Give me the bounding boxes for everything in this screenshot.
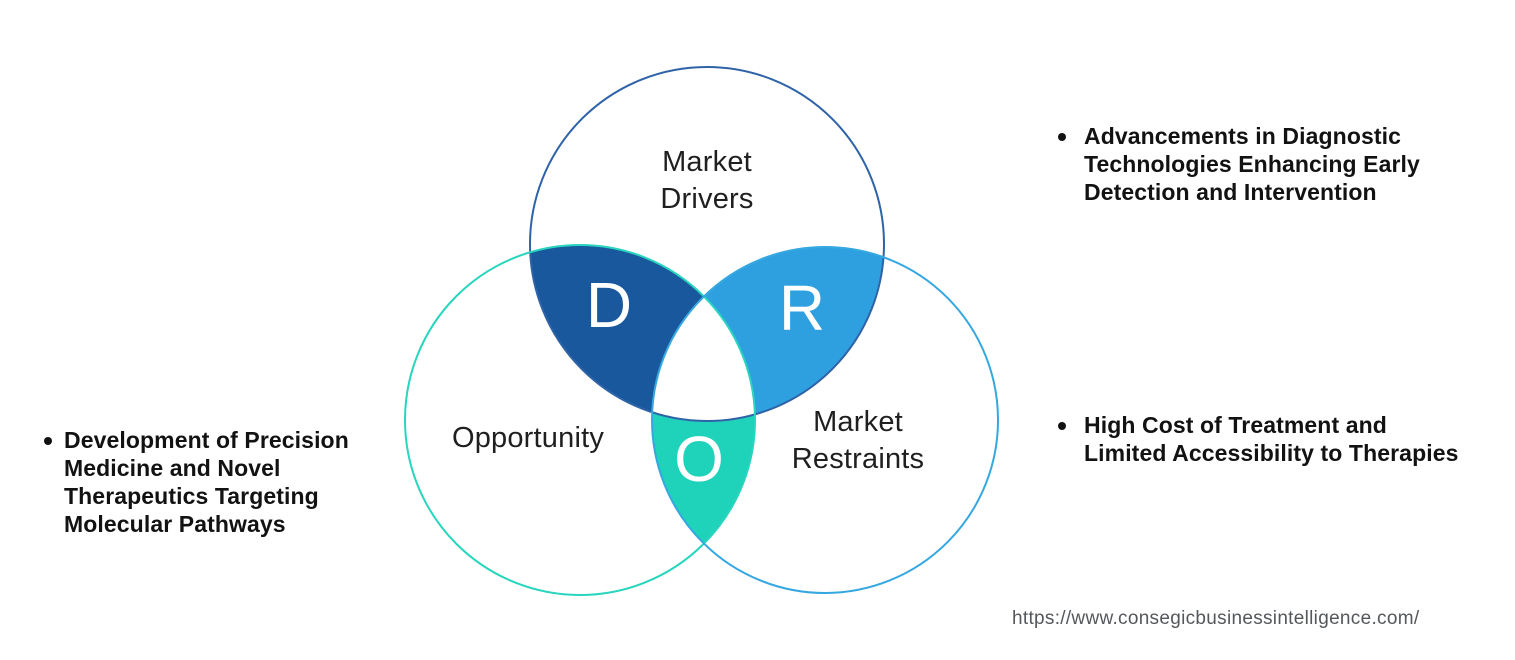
annotation-line: Detection and Intervention [1084, 179, 1377, 205]
driver-annotation: Advancements in Diagnostic Technologies … [1058, 122, 1458, 206]
annotation-line: Advancements in Diagnostic [1084, 123, 1402, 149]
annotation-line: Molecular Pathways [64, 511, 286, 537]
driver-annotation-text: Advancements in Diagnostic Technologies … [1084, 122, 1420, 206]
market-drivers-label: Market Drivers [660, 146, 754, 215]
opportunity-label: Opportunity [451, 422, 605, 454]
annotation-line: Medicine and Novel [64, 455, 281, 481]
opportunity-annotation: Development of Precision Medicine and No… [44, 426, 374, 538]
annotation-line: Therapeutics Targeting [64, 483, 319, 509]
bullet-dot-icon [1058, 422, 1066, 430]
annotation-line: Technologies Enhancing Early [1084, 151, 1420, 177]
opportunity-circle-outline [404, 244, 756, 596]
restraint-annotation-text: High Cost of Treatment and Limited Acces… [1084, 411, 1459, 467]
drivers-overlap-letter: D [585, 269, 633, 341]
drivers-opportunity-overlap-region [530, 245, 755, 421]
market-restraints-label: Market Restraints [791, 406, 925, 475]
bullet-dot-icon [1058, 133, 1066, 141]
drivers-circle-outline [529, 66, 885, 422]
source-url: https://www.consegicbusinessintelligence… [1012, 608, 1420, 629]
restraints-overlap-letter: R [778, 272, 826, 344]
bullet-dot-icon [44, 437, 52, 445]
restraints-circle-outline [651, 246, 999, 594]
annotation-line: Development of Precision [64, 427, 349, 453]
opportunity-overlap-letter: O [674, 423, 724, 495]
opportunity-annotation-text: Development of Precision Medicine and No… [64, 426, 349, 538]
restraint-annotation: High Cost of Treatment and Limited Acces… [1058, 411, 1488, 467]
annotation-line: High Cost of Treatment and [1084, 412, 1387, 438]
annotation-line: Limited Accessibility to Therapies [1084, 440, 1459, 466]
drivers-restraints-overlap-region [652, 247, 884, 421]
